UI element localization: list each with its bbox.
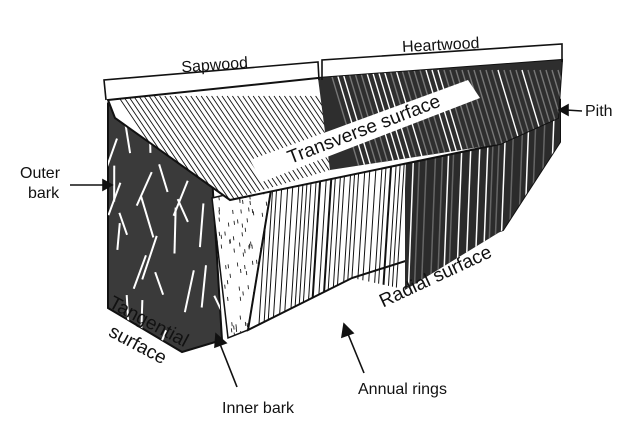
pith-label: Pith [585, 103, 613, 120]
inner-bark-stipple [241, 209, 242, 213]
inner-bark-stipple [219, 218, 220, 222]
inner-bark-stipple [219, 196, 220, 200]
inner-bark-stipple [242, 224, 243, 228]
inner-bark-stipple [248, 331, 249, 335]
inner-bark-stipple [221, 295, 222, 299]
inner-bark-stipple [252, 245, 253, 249]
inner-bark-stipple [225, 232, 226, 236]
inner-bark-stipple [236, 328, 237, 332]
heartwood-label: Heartwood [402, 35, 480, 56]
inner-bark-stipple [245, 265, 246, 269]
inner-bark-stipple [240, 297, 241, 301]
annual-rings-arrow-head [342, 324, 353, 337]
inner-bark-stipple [219, 207, 220, 211]
inner-bark-stipple [231, 328, 232, 332]
inner-bark-stipple [266, 202, 267, 206]
inner-bark-stipple [219, 232, 220, 236]
inner-bark-stipple [234, 221, 235, 225]
inner-bark-stipple [247, 218, 248, 222]
inner-bark-stipple [242, 200, 243, 204]
inner-bark-stipple [230, 239, 231, 243]
inner-bark-stipple [240, 316, 241, 320]
inner-bark-stipple [222, 292, 223, 296]
inner-bark-stipple [232, 322, 233, 326]
inner-bark-stipple [242, 232, 243, 236]
inner-bark-arrow [220, 344, 237, 387]
inner-bark-stipple [239, 287, 240, 291]
inner-bark-stipple [222, 295, 223, 299]
inner-bark-stipple [221, 245, 222, 249]
inner-bark-stipple [243, 253, 244, 257]
inner-bark-stipple [228, 264, 229, 268]
inner-bark-stipple [253, 211, 254, 215]
inner-bark-stipple [247, 323, 248, 327]
inner-bark-stipple [233, 210, 234, 214]
inner-bark-stipple [252, 209, 253, 213]
inner-bark-stipple [234, 249, 235, 253]
inner-bark-stipple [263, 335, 264, 339]
inner-bark-stipple [251, 242, 252, 246]
inner-bark-stipple [228, 297, 229, 301]
inner-bark-stipple [227, 280, 228, 284]
inner-bark-stipple [246, 334, 247, 338]
inner-bark-stipple [246, 271, 247, 275]
inner-bark-stipple [249, 244, 250, 248]
inner-bark-stipple [236, 324, 237, 328]
inner-bark-stipple [245, 249, 246, 253]
sapwood-label: Sapwood [181, 55, 249, 77]
inner-bark-stipple [243, 291, 244, 295]
outer-bark-label-line1: Outer [20, 165, 61, 182]
inner-bark-stipple [237, 262, 238, 266]
outer-bark-label-line2: bark [28, 185, 60, 202]
inner-bark-stipple [245, 322, 246, 326]
inner-bark-stipple [230, 274, 231, 278]
inner-bark-stipple [221, 235, 222, 239]
inner-bark-stipple [228, 223, 229, 227]
inner-bark-stipple [240, 269, 241, 273]
inner-bark-stipple [234, 326, 235, 330]
heartwood-grain-line [564, 70, 594, 170]
inner-bark-stipple [240, 199, 241, 203]
annual-rings-arrow [348, 334, 364, 373]
annual-rings-label: Annual rings [358, 381, 447, 398]
inner-bark-stipple [245, 228, 246, 232]
heartwood-grain-line [558, 70, 588, 170]
inner-bark-stipple [237, 219, 238, 223]
inner-bark-stipple [248, 285, 249, 289]
inner-bark-stipple [249, 245, 250, 249]
inner-bark-stipple [225, 285, 226, 289]
inner-bark-stipple [265, 328, 266, 332]
inner-bark-stipple [249, 208, 250, 212]
inner-bark-stipple [250, 201, 251, 205]
inner-bark-label: Inner bark [222, 400, 295, 417]
inner-bark-stipple [241, 335, 242, 339]
inner-bark-stipple [239, 243, 240, 247]
inner-bark-stipple [252, 261, 253, 265]
inner-bark-stipple [233, 236, 234, 240]
inner-bark-stipple [262, 213, 263, 217]
inner-bark-stipple [226, 265, 227, 269]
inner-bark-stipple [256, 260, 257, 264]
